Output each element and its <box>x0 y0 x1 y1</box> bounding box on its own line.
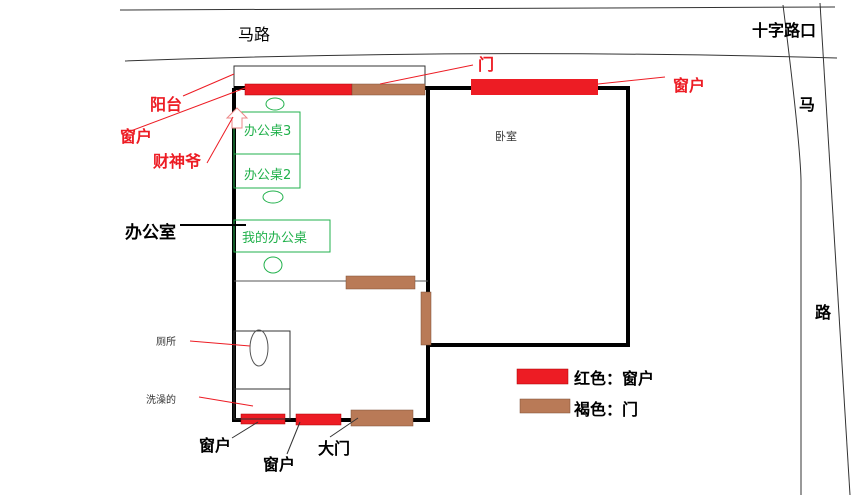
right-road-label-2: 路 <box>815 303 832 322</box>
my-desk: 我的办公桌 <box>242 230 307 246</box>
chair <box>265 97 285 111</box>
window-bedroom <box>471 79 598 95</box>
door-bedroom <box>420 291 432 346</box>
toilet-area <box>233 330 291 390</box>
shower-label: 洗澡的 <box>146 393 176 406</box>
window-bottom-2-label: 窗户 <box>263 455 295 474</box>
chair <box>262 190 284 204</box>
top-road-edge-upper <box>119 6 836 11</box>
wealth-god-label: 财神爷 <box>152 152 202 171</box>
window-bottom-1-label: 窗户 <box>199 436 231 455</box>
door-office-inner <box>345 275 416 290</box>
window-left-label: 窗户 <box>120 127 152 146</box>
legend-door-swatch <box>519 398 571 414</box>
main-door-label: 大门 <box>318 439 350 458</box>
office-label: 办公室 <box>125 222 176 243</box>
window-top <box>244 83 353 96</box>
legend-window-label: 红色：窗户 <box>574 369 654 388</box>
balcony-label: 阳台 <box>150 95 182 114</box>
legend: 红色：窗户 褐色：门 <box>516 368 654 419</box>
right-road-edge-right <box>819 2 851 496</box>
window-bedroom-label: 窗户 <box>673 76 705 95</box>
desk-3: 办公桌3 <box>244 124 291 139</box>
legend-window-swatch <box>516 368 569 385</box>
chair <box>263 256 283 274</box>
roads <box>119 2 851 496</box>
toilet-label: 厕所 <box>156 336 176 348</box>
window-bottom-2 <box>295 413 342 426</box>
door-top-label: 门 <box>478 55 494 74</box>
desk-2: 办公桌2 <box>244 168 291 183</box>
wealth-god-arrow-icon <box>225 107 249 129</box>
shower-area <box>233 388 291 420</box>
leader-lines <box>127 64 666 455</box>
top-road-label: 马路 <box>238 25 270 44</box>
door-top <box>351 83 426 96</box>
main-door <box>350 409 414 427</box>
top-road-edge-lower <box>124 53 838 62</box>
legend-door-label: 褐色：门 <box>573 400 638 419</box>
right-road-edge-left <box>782 4 802 495</box>
intersection-label: 十字路口 <box>752 21 816 40</box>
toilet <box>249 329 269 367</box>
desks <box>233 97 331 274</box>
right-road-label-1: 马 <box>799 95 815 114</box>
walls <box>232 86 630 422</box>
bedroom-label: 卧室 <box>495 129 517 143</box>
